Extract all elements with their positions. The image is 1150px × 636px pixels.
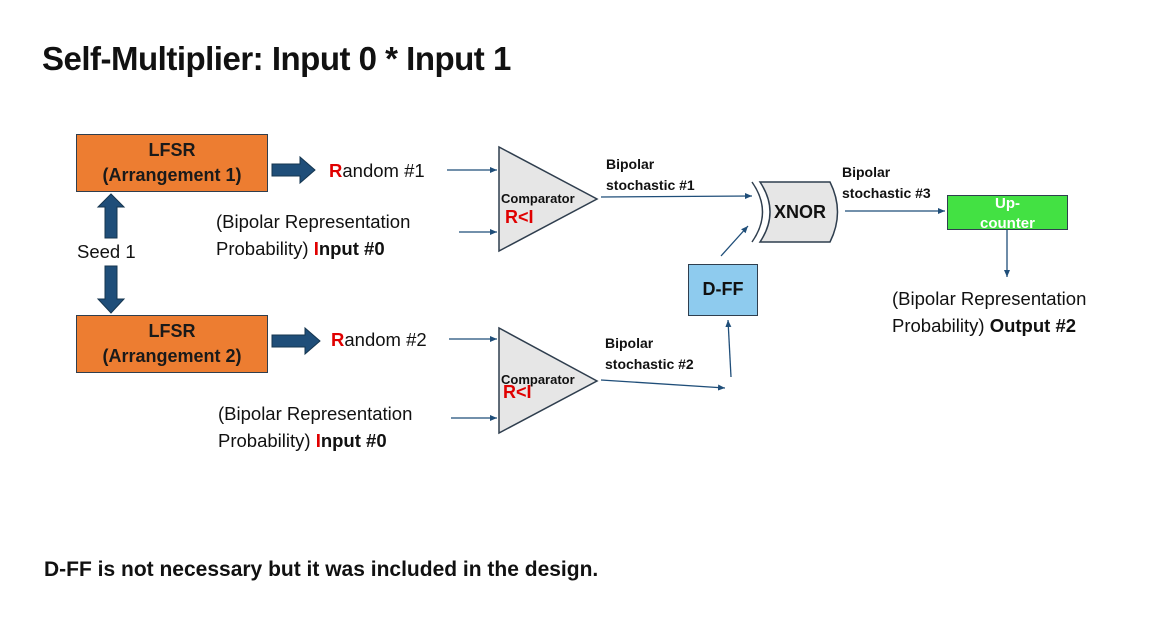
input-1-line1: (Bipolar Representation — [216, 211, 411, 232]
seed-label: Seed 1 — [77, 241, 136, 262]
output-line2: Probability) Output #2 — [892, 315, 1077, 336]
arrow-stoch2-to-dff — [725, 319, 732, 378]
arrow-comp2-out — [600, 379, 726, 391]
comparator-1-label: Comparator — [501, 191, 575, 206]
input-2-line1: (Bipolar Representation — [218, 403, 413, 424]
up-counter-box: Up- counter — [947, 195, 1068, 230]
random-2-rest: andom #2 — [344, 329, 427, 350]
footnote: D-FF is not necessary but it was include… — [44, 558, 599, 581]
page-title: Self-Multiplier: Input 0 * Input 1 — [42, 40, 511, 77]
output-label: (Bipolar Representation Probability) Out… — [892, 285, 1086, 339]
seed-arrow-down — [96, 265, 126, 314]
xnor-label: XNOR — [774, 202, 827, 222]
input-2-line2: Probability) Input #0 — [218, 430, 387, 451]
input-2-label: (Bipolar Representation Probability) Inp… — [218, 400, 412, 454]
output-line1: (Bipolar Representation — [892, 288, 1087, 309]
random-1-letter: R — [329, 160, 343, 181]
seed-arrow-up — [96, 193, 126, 239]
input-1-label: (Bipolar Representation Probability) Inp… — [216, 208, 410, 262]
dff-box: D-FF — [688, 264, 758, 316]
comparator-2-condition: R<I — [503, 382, 532, 402]
arrow-comp1-to-xnor — [600, 193, 753, 200]
xnor-gate-shape — [751, 181, 839, 243]
up-counter-line2: counter — [979, 215, 1035, 230]
comparator-1-condition: R<I — [505, 207, 534, 227]
lfsr-1-box: LFSR (Arrangement 1) — [76, 134, 268, 192]
lfsr-1-arrangement: (Arrangement 1) — [102, 165, 242, 185]
block-arrow-lfsr1 — [271, 155, 316, 185]
block-arrow-lfsr2 — [271, 326, 321, 356]
lfsr-1-title: LFSR — [148, 140, 196, 160]
comparator-2-label: Comparator — [501, 372, 575, 387]
random-2-label: Random #2 — [331, 329, 427, 351]
comparator-1-shape — [498, 145, 599, 253]
lfsr-2-arrangement: (Arrangement 2) — [102, 346, 242, 366]
up-counter-line1: Up- — [995, 195, 1020, 212]
random-1-label: Random #1 — [329, 160, 425, 182]
comparator-2-shape — [498, 326, 599, 435]
arrow-dff-to-xnor — [720, 225, 749, 257]
input-1-line2: Probability) Input #0 — [216, 238, 385, 259]
random-2-letter: R — [331, 329, 345, 350]
lfsr-2-box: LFSR (Arrangement 2) — [76, 315, 268, 373]
random-1-rest: andom #1 — [342, 160, 425, 181]
lfsr-2-title: LFSR — [148, 321, 196, 341]
